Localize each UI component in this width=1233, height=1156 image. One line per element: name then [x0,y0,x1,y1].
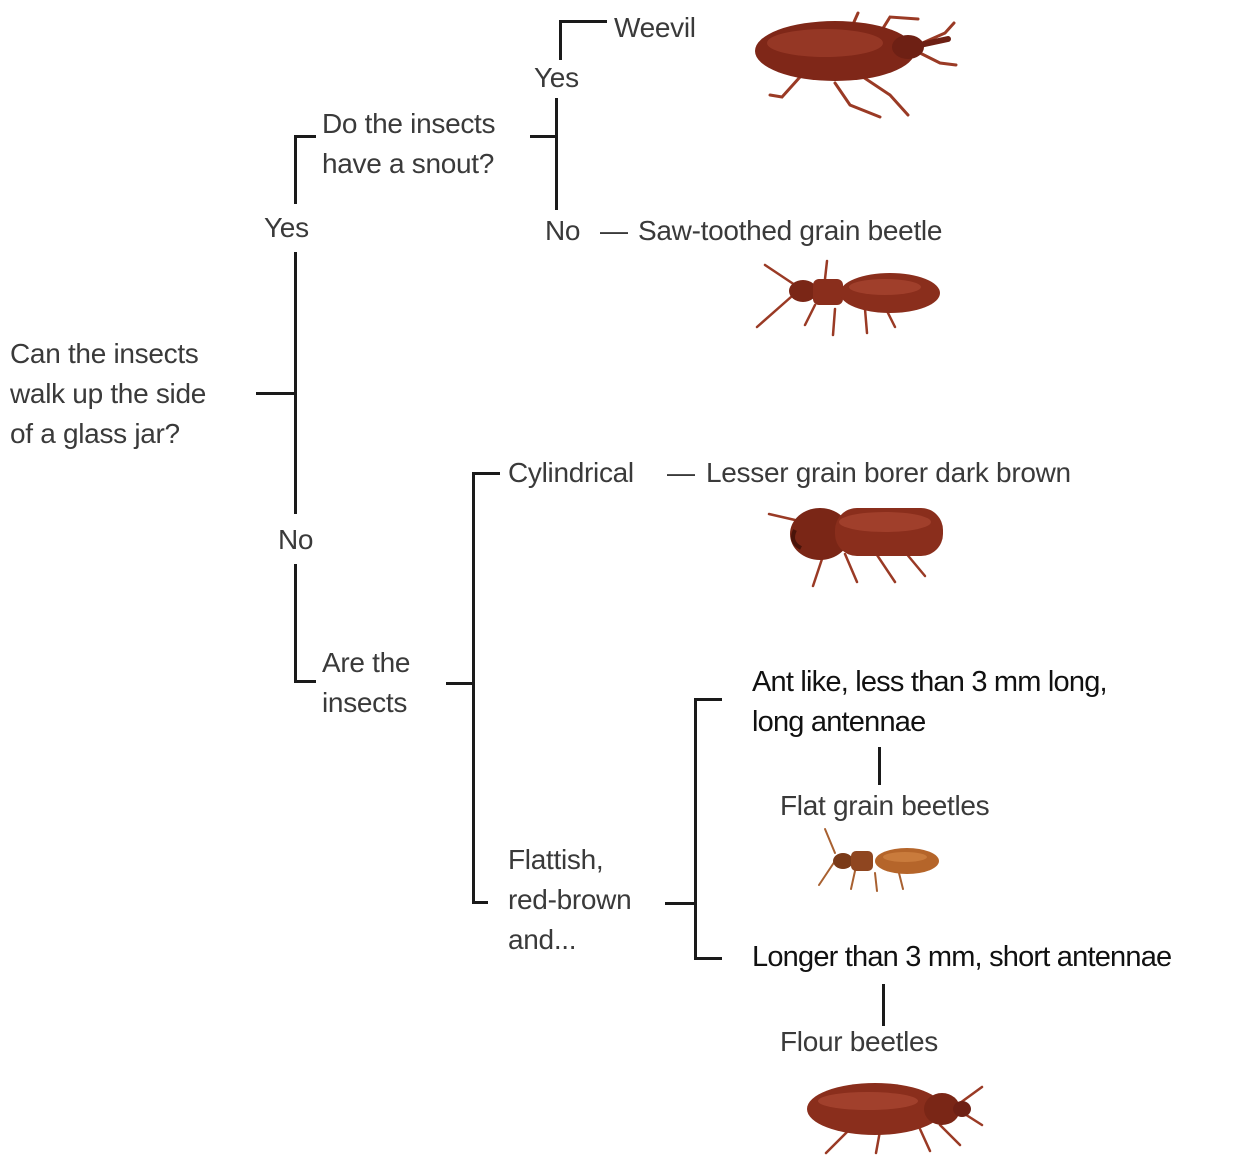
flour-beetle-icon [800,1065,990,1155]
flattish-stub [665,902,697,905]
weevil-beetle-icon [740,5,970,125]
flat-grain-beetle-icon [815,825,945,895]
weevil-tick [559,20,607,23]
snout-no-dash: — [600,211,628,251]
yes-answer-main: Yes [264,208,309,248]
flattish-line-1: Flattish, [508,840,631,880]
flour-beetles-label: Flour beetles [780,1022,938,1062]
are-insects-vertical [472,472,475,904]
cylindrical-label: Cylindrical [508,453,634,493]
are-insects-question: Are the insects [322,643,410,723]
longer-to-flour-connector [882,984,885,1026]
are-insects-stub [446,682,474,685]
root-connector [256,392,296,395]
snout-question: Do the insects have a snout? [322,104,495,184]
saw-toothed-label: Saw-toothed grain beetle [638,211,942,251]
no-answer-main: No [278,520,313,560]
main-top-tick [294,135,316,138]
lesser-grain-borer-icon [765,490,955,590]
root-question: Can the insects walk up the side of a gl… [10,334,206,454]
snout-stub [530,135,556,138]
ant-like-to-flat-connector [878,747,881,785]
main-vertical-middle-top [294,252,297,514]
flat-grain-beetles-label: Flat grain beetles [780,786,989,826]
flattish-line-2: red-brown [508,880,631,920]
flattish-vertical [694,698,697,960]
ant-like-line-1: Ant like, less than 3 mm long, [752,662,1107,702]
snout-question-line-1: Do the insects [322,104,495,144]
snout-question-line-2: have a snout? [322,144,495,184]
lesser-grain-borer-label: Lesser grain borer dark brown [706,453,1071,493]
ant-like-line-2: long antennae [752,702,1107,742]
longer-criteria: Longer than 3 mm, short antennae [752,937,1171,977]
saw-toothed-beetle-icon [755,255,955,345]
root-question-line-2: walk up the side [10,374,206,414]
snout-yes-answer: Yes [534,58,579,98]
main-vertical-upper [294,136,297,204]
cylindrical-dash: — [667,453,695,493]
root-question-line-1: Can the insects [10,334,206,374]
snout-no-answer: No [545,211,580,251]
flattish-line-3: and... [508,920,631,960]
flattish-label: Flattish, red-brown and... [508,840,631,960]
snout-vertical-lower [555,136,558,210]
longer-tick [694,957,722,960]
flattish-tick [472,901,488,904]
root-question-line-3: of a glass jar? [10,414,206,454]
are-insects-line-1: Are the [322,643,410,683]
weevil-label: Weevil [614,8,696,48]
ant-like-tick [694,698,722,701]
main-bottom-tick [294,680,316,683]
weevil-vertical [559,20,562,60]
cylindrical-tick [472,472,500,475]
ant-like-criteria: Ant like, less than 3 mm long, long ante… [752,662,1107,742]
are-insects-line-2: insects [322,683,410,723]
main-vertical-lower [294,564,297,682]
